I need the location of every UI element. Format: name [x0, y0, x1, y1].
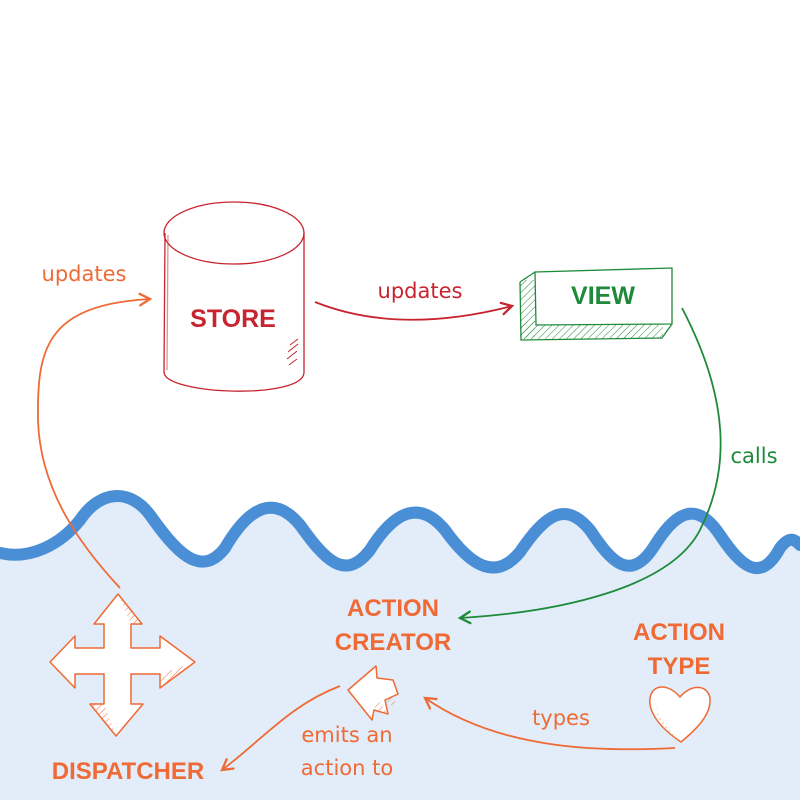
view-box-icon: [519, 267, 673, 341]
store-to-view-label: updates: [378, 279, 463, 303]
wave-line: [0, 490, 800, 574]
types-label: types: [532, 706, 590, 730]
arrow-types-to-action-creator: [423, 696, 676, 751]
water-region: [0, 496, 800, 800]
view-label: VIEW: [571, 282, 635, 310]
action-creator-label-line1: ACTION: [347, 595, 439, 622]
arrow-action-creator-to-dispatcher: [220, 685, 341, 772]
arrow-store-to-view: [314, 301, 515, 321]
view-to-action-creator-label: calls: [730, 444, 777, 468]
arrow-dispatcher-to-store: [37, 292, 153, 589]
emits-label-line1: emits an: [301, 723, 392, 747]
dispatcher-four-way-arrow-icon: [49, 593, 196, 737]
action-type-label-line1: ACTION: [633, 619, 725, 646]
emits-label-line2: action to: [301, 756, 393, 780]
store-label: STORE: [190, 305, 276, 333]
dispatcher-label: DISPATCHER: [52, 758, 204, 785]
heart-icon: [649, 686, 711, 743]
action-creator-label-line2: CREATOR: [335, 629, 451, 656]
store-cylinder-icon: [163, 201, 305, 392]
action-type-label-line2: TYPE: [648, 653, 711, 680]
dispatcher-to-store-label: updates: [42, 262, 127, 286]
cursor-arrow-icon: [347, 665, 399, 721]
arrow-view-to-action-creator: [457, 307, 722, 625]
